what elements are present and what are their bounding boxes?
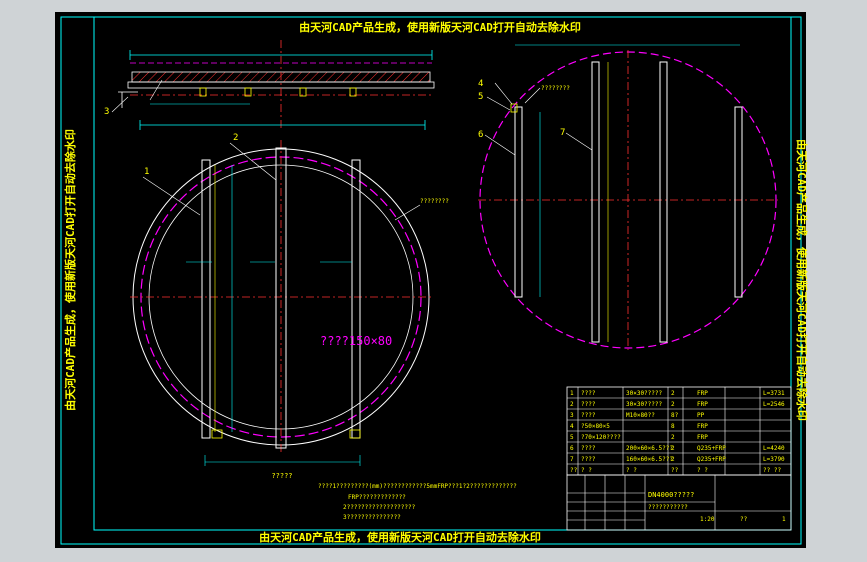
bom-row: 3???? M10×80?? 8? PP: [570, 412, 705, 419]
bom-cell-no: 1: [570, 390, 574, 397]
watermark-bottom: 由天河CAD产品生成，使用新版天河CAD打开自动去除水印: [259, 530, 541, 544]
bom-row: 6???? 200×60×6.5???2 Q235+FRP L=4240: [570, 445, 785, 452]
bom-cell-spec: M10×80??: [626, 412, 655, 419]
bom-cell-material: FRP: [697, 434, 708, 441]
callout-6: 6: [478, 130, 483, 140]
bom-cell-spec: 160×60×6.5???: [626, 456, 673, 463]
callout-3: 3: [104, 107, 109, 117]
bom-row: 5 ?70×120???? 2 FRP: [570, 434, 708, 441]
leader-label-1: ????????: [420, 198, 449, 205]
drawing-background: [55, 12, 806, 548]
bom-cell-material: Q235+FRP: [697, 445, 726, 452]
bom-row: 2???? 30×30????? 2 FRP L=2546: [570, 401, 785, 408]
bom-cell-no: ??: [570, 467, 578, 474]
note-line-2: FRP?????????????: [348, 494, 406, 501]
bom-cell-note: L=3731: [763, 390, 785, 397]
bom-cell-qty: 8?: [671, 412, 679, 419]
bom-cell-no: 7: [570, 456, 574, 463]
bom-cell-qty: 2: [671, 434, 675, 441]
callout-5: 5: [478, 92, 483, 102]
callout-2: 2: [233, 133, 238, 143]
note-line-4: 3???????????????: [343, 514, 401, 521]
bom-cell-no: 6: [570, 445, 574, 452]
bom-cell-name: ? ?: [581, 467, 592, 474]
bom-cell-material: PP: [697, 412, 705, 419]
bom-cell-spec: 30×30?????: [626, 401, 663, 408]
plan-view-right: 4 5 6 7 ????????: [478, 44, 778, 350]
bom-cell-name: ????: [581, 456, 596, 463]
bom-cell-material: FRP: [697, 423, 708, 430]
plan-view-left: 1 2 ???????? ????150×80 ?????: [130, 133, 449, 480]
watermark-left: 由天河CAD产品生成，使用新版天河CAD打开自动去除水印: [63, 129, 77, 411]
callout-7: 7: [560, 128, 565, 138]
grating-size-label: ????150×80: [320, 334, 392, 348]
bom-cell-no: 2: [570, 401, 574, 408]
bom-row: ??? ?? ???? ??? ??: [570, 467, 781, 474]
sheet-count: 1: [782, 516, 786, 523]
callout-4: 4: [478, 79, 483, 89]
bom-row: 1???? 30×30????? 2 FRP L=3731: [570, 390, 785, 397]
bom-cell-name: ????: [581, 401, 596, 408]
bom-cell-note: L=4240: [763, 445, 785, 452]
sheet-label: ??: [740, 516, 748, 523]
bom-cell-qty: ??: [671, 467, 679, 474]
bom-row: 4 ?50×80×5 8 FRP: [570, 423, 708, 430]
callout-1: 1: [144, 167, 149, 177]
note-line-1: ????1?????????(mm)????????????5mmFRP???1…: [318, 483, 517, 490]
bom-cell-material: FRP: [697, 390, 708, 397]
bom-cell-qty: 8: [671, 423, 675, 430]
note-line-3: 2???????????????????: [343, 504, 416, 511]
inner-frame: [93, 16, 792, 531]
bom-cell-spec: 30×30?????: [626, 390, 663, 397]
bom-cell-name: ????: [581, 445, 596, 452]
title-block: DN4000????? ??????????? 1:20 ?? 1: [566, 474, 792, 531]
watermark-top: 由天河CAD产品生成，使用新版天河CAD打开自动去除水印: [299, 20, 581, 34]
part-name: ???????????: [648, 504, 688, 511]
bom-cell-name: ????: [581, 390, 596, 397]
bom-cell-name: ?50×80×5: [581, 423, 610, 430]
section-view: 3: [104, 40, 435, 130]
bom-cell-qty: 2: [671, 401, 675, 408]
watermark-right: 由天河CAD产品生成，使用新版天河CAD打开自动去除水印: [795, 139, 809, 421]
bom-cell-name: ?70×120????: [581, 434, 621, 441]
bom-cell-spec: 200×60×6.5???: [626, 445, 673, 452]
drawing-number: DN4000?????: [648, 491, 694, 499]
bom-cell-note: L=2546: [763, 401, 785, 408]
bom-cell-no: 5: [570, 434, 574, 441]
bom-cell-no: 3: [570, 412, 574, 419]
bom-cell-material: Q235+FRP: [697, 456, 726, 463]
bom-cell-qty: 2: [671, 445, 675, 452]
bom-cell-name: ????: [581, 412, 596, 419]
bom-cell-no: 4: [570, 423, 574, 430]
scale: 1:20: [700, 516, 715, 523]
bom-cell-material: FRP: [697, 401, 708, 408]
bom-cell-spec: ? ?: [626, 467, 637, 474]
leader-label-2: ????????: [541, 85, 570, 92]
plan-caption: ?????: [271, 472, 292, 480]
bom-cell-note: L=3790: [763, 456, 785, 463]
bom-cell-qty: 2: [671, 390, 675, 397]
technical-notes: ????1?????????(mm)????????????5mmFRP???1…: [318, 483, 517, 521]
bom-cell-material: ? ?: [697, 467, 708, 474]
bom-cell-note: ?? ??: [763, 467, 781, 474]
bom-row: 7???? 160×60×6.5???2 Q235+FRP L=3790: [570, 456, 785, 463]
bom-cell-qty: 2: [671, 456, 675, 463]
